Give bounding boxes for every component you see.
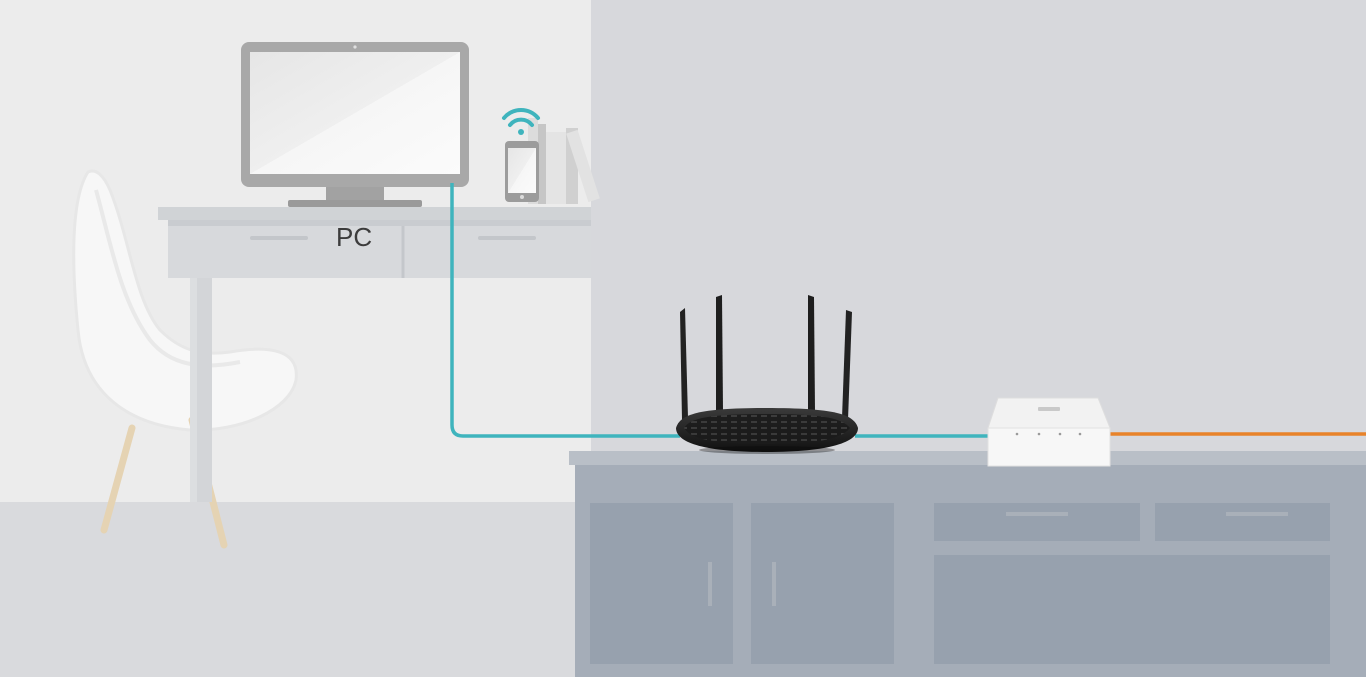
floor [0, 502, 591, 677]
cabinet-icon [569, 451, 1366, 677]
pc-label: PC [336, 222, 373, 252]
modem-icon [987, 397, 1111, 467]
monitor-icon [241, 42, 469, 207]
wifi-icon [502, 107, 540, 135]
ethernet-cable [450, 183, 990, 438]
smartphone-icon [505, 141, 539, 202]
router-icon [676, 295, 858, 454]
desk-icon [158, 207, 591, 502]
